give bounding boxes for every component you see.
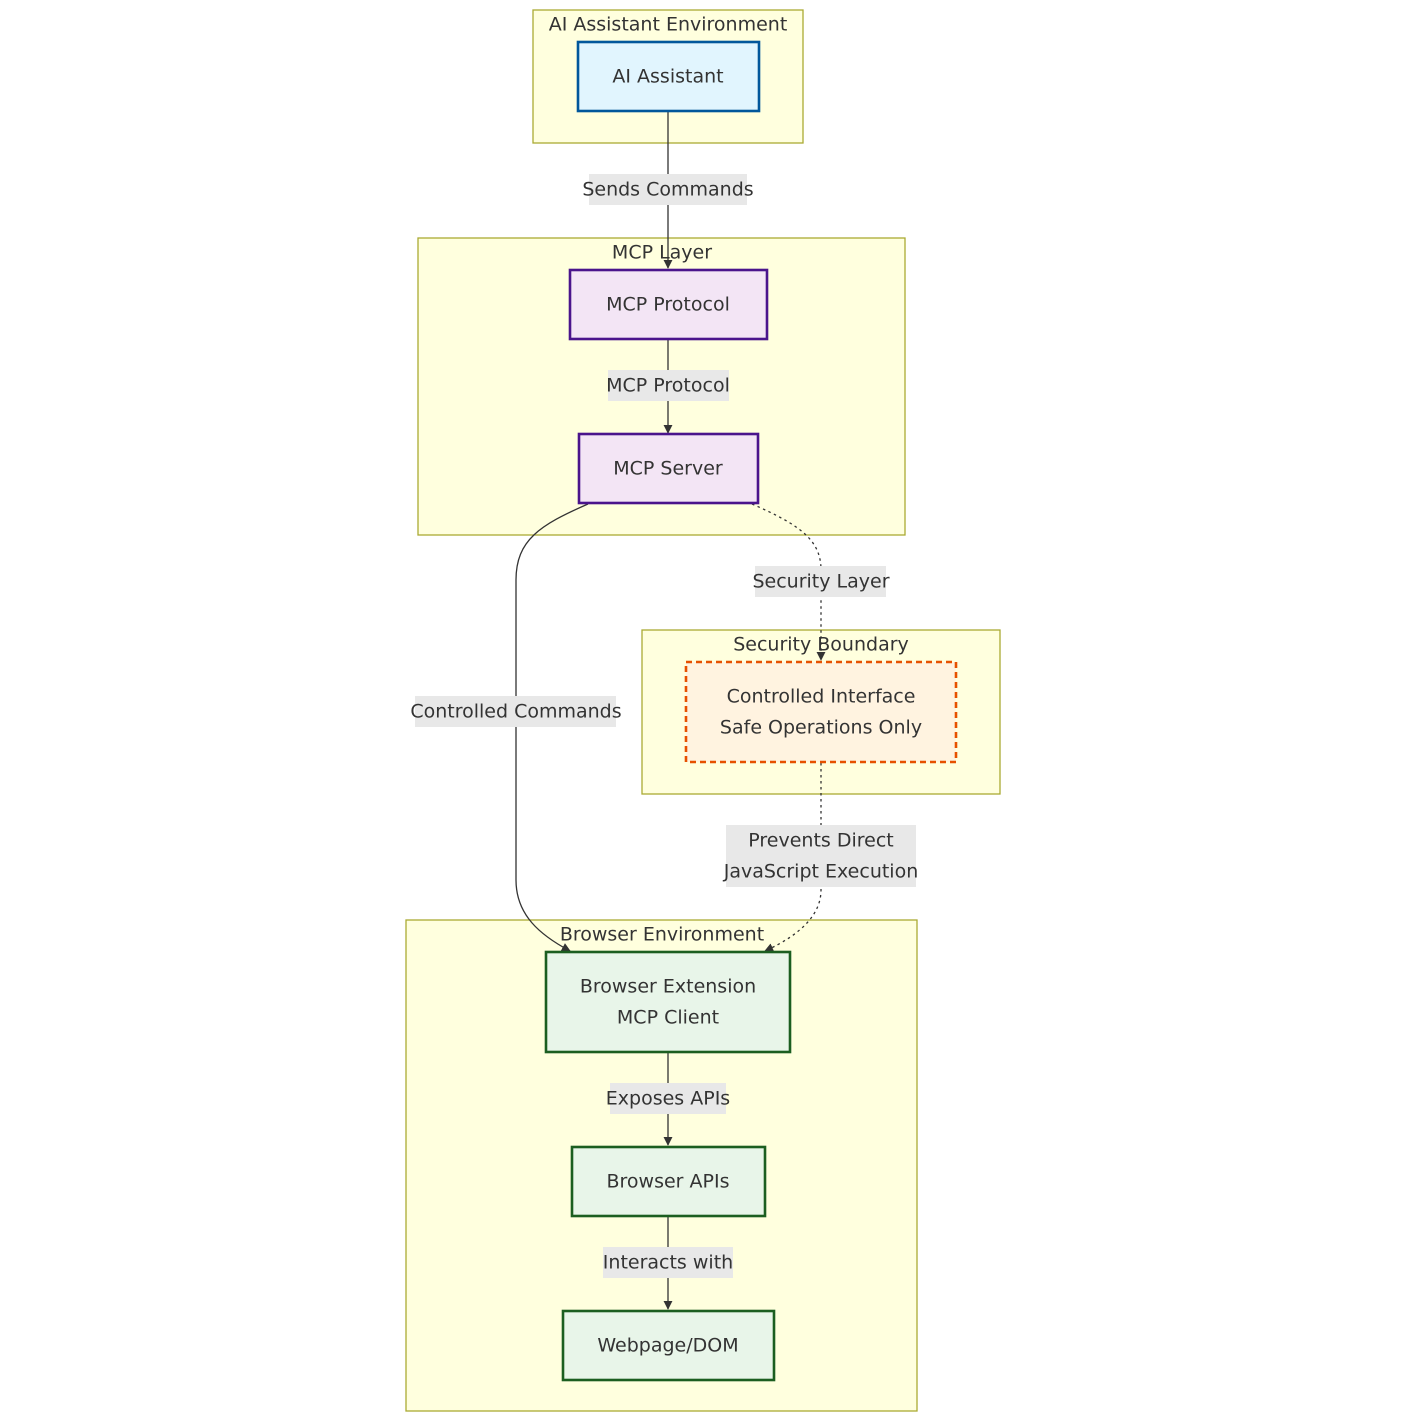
- svg-text:MCP Protocol: MCP Protocol: [606, 375, 730, 397]
- svg-text:MCP Protocol: MCP Protocol: [606, 294, 730, 316]
- svg-text:Prevents Direct: Prevents Direct: [748, 830, 893, 852]
- node-ai-assistant[interactable]: AI Assistant: [576, 40, 761, 113]
- svg-text:JavaScript Execution: JavaScript Execution: [723, 861, 919, 883]
- svg-text:Security Layer: Security Layer: [752, 571, 889, 593]
- cluster-label-browser-env: Browser Environment: [560, 924, 764, 946]
- svg-text:Controlled Interface: Controlled Interface: [727, 686, 916, 708]
- svg-text:Webpage/DOM: Webpage/DOM: [597, 1335, 738, 1357]
- node-browser-extension[interactable]: Browser Extension MCP Client: [544, 950, 792, 1054]
- edge-label-interacts-with: Interacts with: [603, 1247, 733, 1278]
- edge-prevents-direct: [764, 763, 822, 952]
- node-controlled-interface[interactable]: Controlled Interface Safe Operations Onl…: [684, 660, 958, 764]
- node-webpage-dom[interactable]: Webpage/DOM: [561, 1309, 776, 1382]
- edge-label-mcp-protocol: MCP Protocol: [606, 370, 730, 401]
- svg-text:Browser Extension: Browser Extension: [580, 976, 756, 998]
- edge-label-exposes-apis: Exposes APIs: [606, 1083, 730, 1114]
- cluster-label-ai-env: AI Assistant Environment: [549, 14, 788, 36]
- edge-controlled-commands: [515, 503, 589, 952]
- svg-text:Interacts with: Interacts with: [603, 1252, 733, 1274]
- cluster-label-mcp-layer: MCP Layer: [612, 242, 712, 264]
- svg-text:Browser APIs: Browser APIs: [607, 1171, 730, 1193]
- node-mcp-protocol[interactable]: MCP Protocol: [568, 268, 769, 341]
- node-mcp-server[interactable]: MCP Server: [577, 432, 760, 505]
- edge-label-security-layer: Security Layer: [752, 566, 890, 597]
- svg-text:Controlled Commands: Controlled Commands: [410, 701, 621, 723]
- svg-text:MCP Server: MCP Server: [613, 458, 723, 480]
- svg-text:AI Assistant: AI Assistant: [612, 66, 723, 88]
- svg-text:Safe Operations Only: Safe Operations Only: [720, 717, 922, 739]
- node-browser-apis[interactable]: Browser APIs: [570, 1145, 767, 1218]
- svg-text:Exposes APIs: Exposes APIs: [606, 1088, 730, 1110]
- edge-label-controlled-commands: Controlled Commands: [410, 696, 622, 727]
- svg-text:Sends Commands: Sends Commands: [582, 179, 753, 201]
- svg-text:MCP Client: MCP Client: [617, 1007, 719, 1029]
- edge-label-prevents-direct: Prevents Direct JavaScript Execution: [723, 825, 919, 887]
- edge-label-sends-commands: Sends Commands: [582, 174, 754, 205]
